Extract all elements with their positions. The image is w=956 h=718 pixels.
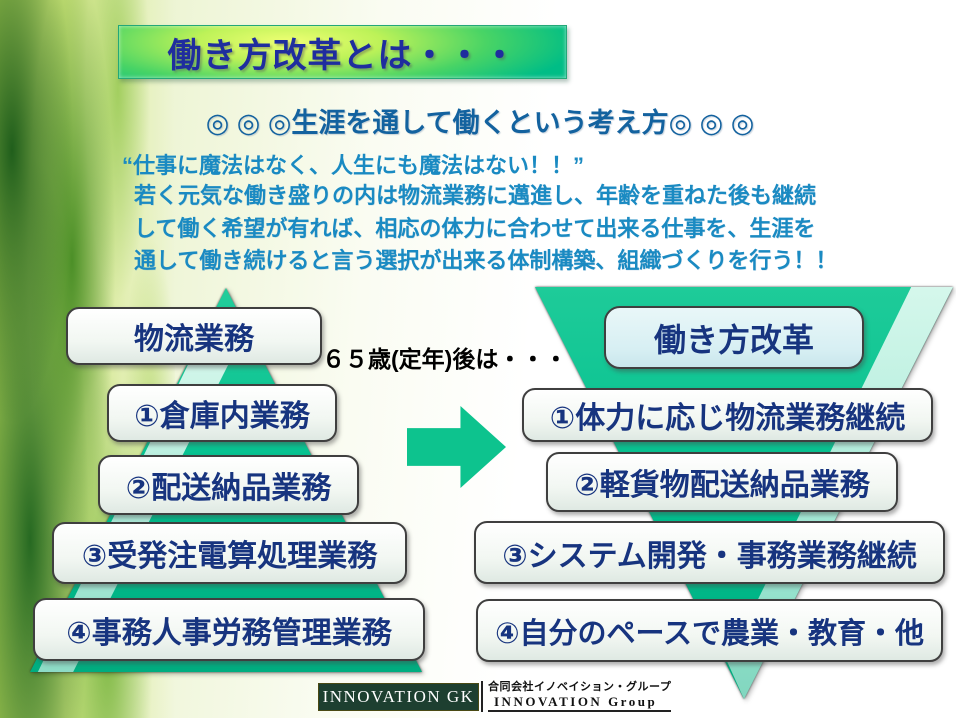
right-funnel-top-label: 働き方改革 xyxy=(653,321,814,358)
right-funnel-item-4: ④自分のペースで農業・教育・他 xyxy=(476,599,943,662)
body-line-1: 若く元気な働き盛りの内は物流業務に邁進し、年齢を重ねた後も継続 xyxy=(134,183,817,208)
slide-title-banner: 働き方改革とは・・・ xyxy=(118,25,567,79)
right-funnel-item-4-label: ④自分のペースで農業・教育・他 xyxy=(494,617,925,650)
left-pyramid-item-3-label: ③受発注電算処理業務 xyxy=(81,540,378,573)
company-name-block: 合同会社イノベイション・グループ INNOVATION Group xyxy=(481,681,672,712)
company-name-english: INNOVATION Group xyxy=(488,694,672,712)
right-funnel-item-2: ②軽貨物配送納品業務 xyxy=(546,452,898,512)
slide-subtitle: ◎ ◎ ◎生涯を通して働くという考え方◎ ◎ ◎ xyxy=(205,108,755,138)
right-funnel-item-2-label: ②軽貨物配送納品業務 xyxy=(574,469,870,502)
left-pyramid-item-4: ④事務人事労務管理業務 xyxy=(33,598,425,661)
retirement-transition-label: ６５歳(定年)後は・・・ xyxy=(322,346,568,372)
left-pyramid-item-1: ①倉庫内業務 xyxy=(107,384,337,442)
right-funnel-item-3: ③システム開発・事務業務継続 xyxy=(474,521,945,584)
company-logo-text: INNOVATION GK xyxy=(322,687,475,706)
right-funnel-item-1-label: ①体力に応じ物流業務継続 xyxy=(549,402,906,435)
body-paragraph: 若く元気な働き盛りの内は物流業務に邁進し、年齢を重ねた後も継続 して働く希望が有… xyxy=(134,180,944,278)
left-pyramid-item-3: ③受発注電算処理業務 xyxy=(52,522,407,584)
right-funnel-item-3-label: ③システム開発・事務業務継続 xyxy=(502,539,917,573)
left-pyramid-item-1-label: ①倉庫内業務 xyxy=(134,400,310,433)
quote-text: “仕事に魔法はなく、人生にも魔法はない！！” xyxy=(122,153,585,178)
slide-title: 働き方改革とは・・・ xyxy=(167,36,518,75)
left-pyramid-top-box: 物流業務 xyxy=(66,307,322,365)
left-pyramid-top-label: 物流業務 xyxy=(134,323,254,356)
body-line-2: して働く希望が有れば、相応の体力に合わせて出来る仕事を、生涯を xyxy=(134,215,816,241)
left-pyramid-item-2: ②配送納品業務 xyxy=(98,455,359,515)
body-line-3: 通して働き続けると言う選択が出来る体制構築、組織づくりを行う！！ xyxy=(134,248,838,273)
left-pyramid-item-4-label: ④事務人事労務管理業務 xyxy=(66,616,392,650)
company-logo-box: INNOVATION GK xyxy=(318,683,479,711)
right-funnel-top-box: 働き方改革 xyxy=(604,306,864,369)
right-funnel-item-1: ①体力に応じ物流業務継続 xyxy=(522,388,933,442)
left-pyramid-item-2-label: ②配送納品業務 xyxy=(125,472,332,505)
company-name-japanese: 合同会社イノベイション・グループ xyxy=(488,681,672,693)
